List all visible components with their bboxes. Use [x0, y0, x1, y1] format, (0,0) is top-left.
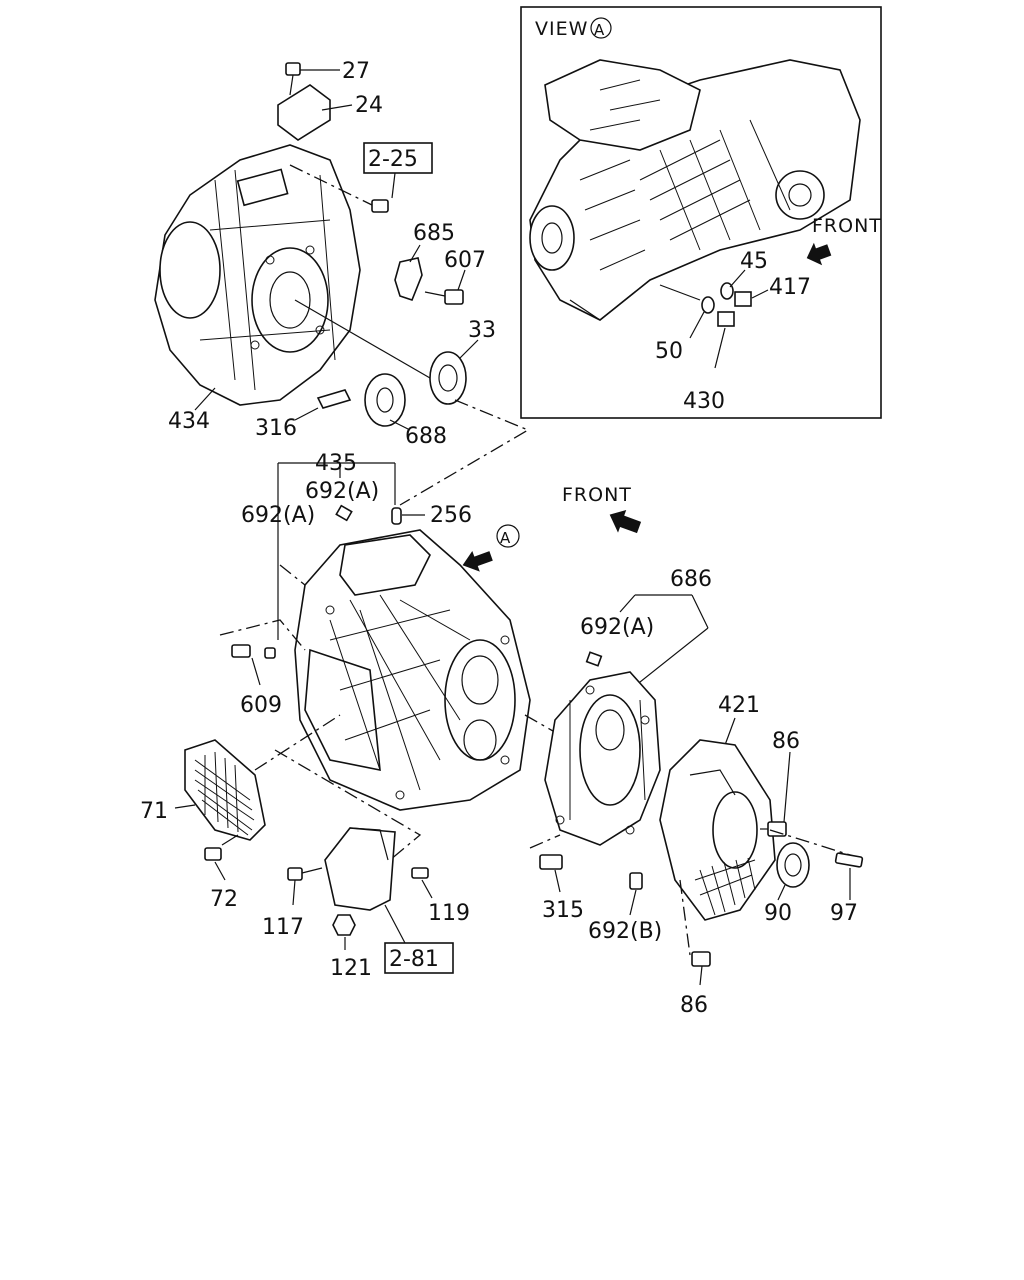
callout-117: 117 [262, 915, 304, 940]
ref-box-2-81: 2-81 [384, 904, 454, 974]
callout-90: 90 [764, 901, 792, 926]
callout-72: 72 [210, 887, 238, 912]
callout-97: 97 [830, 901, 858, 926]
front-arrow-main: FRONT [562, 484, 642, 534]
bolt-27 [285, 62, 340, 96]
centerline-86-bottom [679, 879, 691, 956]
callout-33: 33 [468, 318, 496, 343]
dowel-692a-right [585, 651, 603, 667]
callout-316: 316 [255, 416, 297, 441]
callout-86-bottom: 86 [680, 993, 708, 1018]
pto-cover [324, 827, 396, 911]
centerline-315 [529, 834, 561, 849]
view-marker-circle [590, 17, 612, 39]
stud-119 [411, 867, 433, 899]
callout-417: 417 [769, 275, 811, 300]
view-front-arrow: FRONT [806, 215, 882, 266]
callout-121: 121 [330, 956, 372, 981]
leader-434 [194, 387, 216, 411]
bracket-686 [619, 594, 709, 691]
callout-686: 686 [670, 567, 712, 592]
callout-71: 71 [140, 799, 168, 824]
pin-256 [391, 507, 425, 525]
bracket-435 [277, 462, 396, 640]
cover-24 [277, 84, 353, 141]
bolt-117 [287, 867, 323, 906]
callout-119: 119 [428, 901, 470, 926]
ref-2-81-label: 2-81 [389, 947, 439, 972]
centerline-rear [769, 829, 861, 859]
callout-692a-left: 692(A) [241, 503, 315, 528]
bolt-607 [424, 269, 466, 305]
bolt-86-top [760, 751, 791, 837]
dowel-692b [629, 872, 643, 916]
centerline-case-b [219, 619, 306, 651]
transmission-assembly-drawing [529, 59, 861, 321]
view-a-inset: VIEW A FRONT [520, 6, 882, 419]
leader-421 [724, 717, 736, 746]
clutch-housing-434 [154, 144, 361, 406]
centerline-upper [399, 399, 530, 506]
bolt-609 [231, 644, 276, 686]
seal-33 [294, 299, 479, 405]
front-label-main: FRONT [562, 484, 632, 506]
callout-692a-top: 692(A) [305, 479, 379, 504]
view-a-frame [520, 6, 882, 419]
dowel-692a-top [335, 504, 353, 522]
centerline-case-a [279, 564, 306, 586]
callout-607: 607 [444, 248, 486, 273]
side-cover-71 [174, 739, 266, 841]
callout-315: 315 [542, 898, 584, 923]
callout-50: 50 [655, 339, 683, 364]
transmission-case-435 [294, 529, 531, 811]
bolt-72 [204, 834, 239, 881]
centerline-pto [274, 749, 422, 861]
view-marker: A [594, 21, 605, 39]
callout-609: 609 [240, 693, 282, 718]
callout-430: 430 [683, 389, 725, 414]
callout-24: 24 [355, 93, 383, 118]
svg-text:A: A [500, 529, 511, 547]
view-title: VIEW [535, 18, 588, 40]
plug-417 [734, 291, 752, 307]
drain-parts [659, 269, 769, 369]
callout-27: 27 [342, 59, 370, 84]
callout-692a-right: 692(A) [580, 615, 654, 640]
nut-121 [332, 914, 356, 950]
callout-434: 434 [168, 409, 210, 434]
stud-97 [834, 852, 864, 900]
callout-692b: 692(B) [588, 919, 662, 944]
o-ring-50 [701, 296, 715, 314]
bolt-86-bottom [691, 951, 711, 986]
callout-86-top: 86 [772, 729, 800, 754]
callout-421: 421 [718, 693, 760, 718]
ref-box-2-25: 2-25 [289, 142, 433, 213]
callout-256: 256 [430, 503, 472, 528]
case-marker-a: A [462, 524, 520, 572]
callout-685: 685 [413, 221, 455, 246]
callout-45: 45 [740, 249, 768, 274]
fork-685 [394, 244, 423, 301]
intermediate-housing-686 [544, 671, 661, 846]
seal-90 [776, 842, 810, 901]
centerline-cover [254, 714, 341, 771]
callout-688: 688 [405, 424, 447, 449]
bearing-688 [364, 373, 411, 431]
plug-430 [717, 311, 735, 327]
ref-2-25-label: 2-25 [368, 147, 418, 172]
view-front-label: FRONT [812, 215, 882, 237]
rear-cover-421 [659, 739, 776, 921]
plate-316 [294, 389, 352, 421]
bolt-315 [539, 854, 563, 893]
